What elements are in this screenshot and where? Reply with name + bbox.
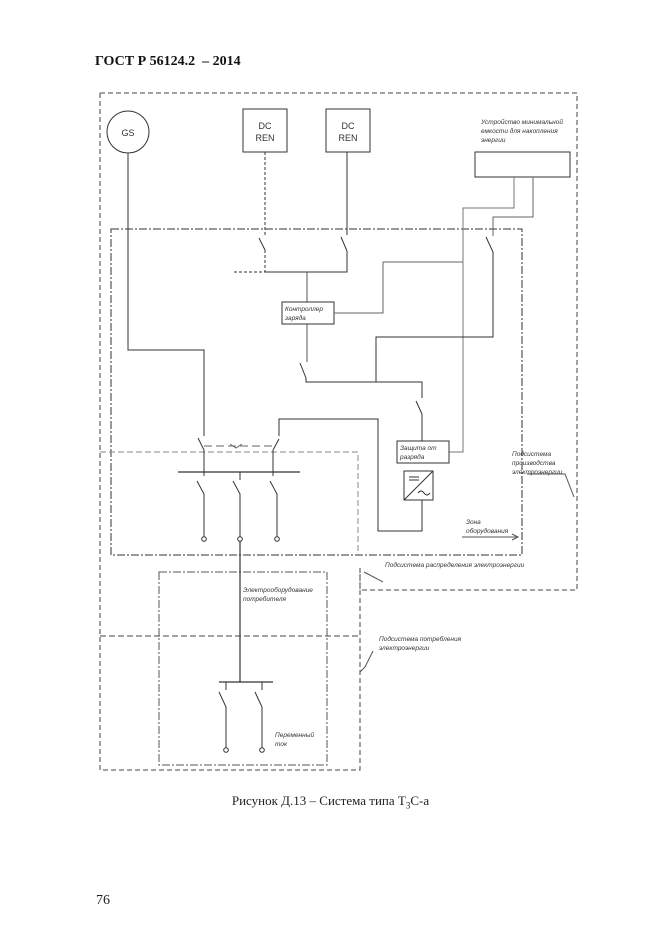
equipment-zone-boundary [110, 228, 523, 556]
consumer-equipment-label-2: потребителя [243, 595, 287, 603]
caption-suffix: С-а [410, 793, 430, 808]
dc-ren-1-label-line2: REN [255, 133, 274, 143]
discharge-protection-label-1: Защита от [400, 445, 437, 452]
storage-device-label-3: энергии [481, 137, 506, 144]
gs-line [127, 153, 205, 436]
consumption-subsystem-label-2: электроэнергии [379, 645, 430, 652]
consumption-subsystem-label-1: Подсистема потребления [379, 635, 462, 643]
equipment-zone-label-2: оборудования [466, 527, 509, 535]
page-number: 76 [96, 893, 110, 908]
caption-prefix: Рисунок Д.13 – Система типа Т [231, 793, 406, 808]
gs-label: GS [121, 128, 134, 138]
inverter-box [403, 470, 434, 501]
document-header: ГОСТ Р 56124.2 – 2014 [95, 54, 241, 69]
generation-subsystem-label-3: электроэнергии [512, 469, 563, 476]
generation-subsystem-boundary-left [99, 93, 361, 771]
storage-device-label-1: Устройство минимальной [480, 118, 563, 126]
storage-device-label-2: емкости для накопления [481, 127, 558, 135]
caption-subscript: 3 [405, 800, 411, 811]
equipment-zone-label-1: Зона [466, 519, 481, 526]
alternating-current-label-1: Переменный [275, 731, 314, 739]
distribution-subsystem-boundary [100, 451, 359, 555]
figure-caption: Рисунок Д.13 – Система типа Т3С-а [0, 793, 661, 811]
dc-ren-2-label-line1: DC [342, 121, 355, 131]
dc-ren-box-2 [325, 108, 371, 153]
discharge-protection-box [396, 440, 450, 464]
discharge-protection-label-2: разряда [399, 453, 425, 461]
consumer-equipment-label-1: Электрооборудование [243, 586, 313, 594]
generation-subsystem-label-1: Подсистема [512, 450, 551, 458]
charge-controller-label-2: заряда [284, 314, 306, 322]
dc-ren-1-label-line1: DC [259, 121, 272, 131]
generation-subsystem-boundary [100, 92, 578, 591]
distribution-subsystem-label: Подсистема распределения электроэнергии [385, 561, 525, 569]
alternating-current-label-2: ток [275, 741, 288, 748]
storage-device-box [474, 151, 571, 178]
charge-controller-label-1: Контроллер [285, 306, 323, 313]
dc-ren-2-label-line2: REN [338, 133, 357, 143]
generation-subsystem-label-2: производства [512, 459, 556, 467]
consumer-equipment-boundary [158, 571, 328, 766]
